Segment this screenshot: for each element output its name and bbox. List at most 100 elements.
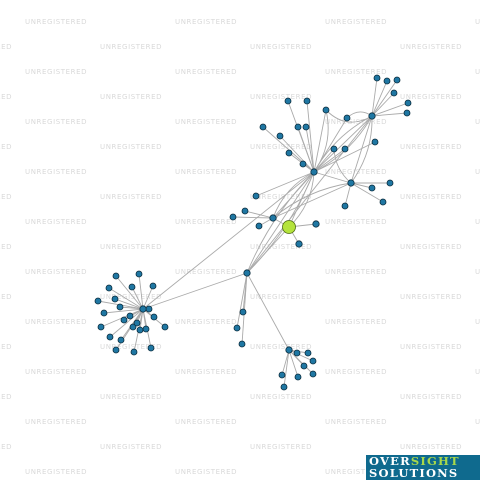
entity-node[interactable]	[149, 282, 157, 290]
entity-node[interactable]	[294, 373, 302, 381]
entity-node[interactable]	[310, 168, 318, 176]
entity-node[interactable]	[129, 323, 137, 331]
graph-edge	[305, 126, 315, 173]
entity-node[interactable]	[106, 333, 114, 341]
entity-node[interactable]	[111, 295, 119, 303]
entity-node[interactable]	[299, 160, 307, 168]
entity-node[interactable]	[238, 340, 246, 348]
entity-node[interactable]	[136, 326, 144, 334]
entity-node[interactable]	[300, 362, 308, 370]
entity-node[interactable]	[386, 179, 394, 187]
graph-edge	[371, 80, 388, 117]
entity-node[interactable]	[341, 145, 349, 153]
graph-edge	[371, 77, 378, 117]
entity-node[interactable]	[147, 344, 155, 352]
graph-edge	[371, 102, 409, 117]
graph-edge	[131, 286, 144, 310]
entity-node[interactable]	[294, 123, 302, 131]
entity-node[interactable]	[233, 324, 241, 332]
entity-node[interactable]	[255, 222, 263, 230]
graph-edge	[241, 272, 248, 345]
entity-node[interactable]	[330, 145, 338, 153]
entity-node[interactable]	[161, 323, 169, 331]
entity-node[interactable]	[130, 348, 138, 356]
entity-node[interactable]	[120, 316, 128, 324]
graph-edge	[288, 349, 314, 375]
entity-node[interactable]	[312, 220, 320, 228]
entity-node[interactable]	[112, 346, 120, 354]
entity-node[interactable]	[404, 99, 412, 107]
graph-edge	[272, 182, 352, 219]
graph-edge	[109, 308, 144, 338]
entity-node[interactable]	[379, 198, 387, 206]
entity-node[interactable]	[383, 77, 391, 85]
entity-node[interactable]	[347, 179, 355, 187]
entity-node[interactable]	[94, 297, 102, 305]
graph-edge	[244, 210, 274, 219]
entity-node[interactable]	[97, 323, 105, 331]
entity-node[interactable]	[105, 284, 113, 292]
entity-node[interactable]	[368, 184, 376, 192]
graph-edge	[103, 308, 144, 314]
entity-node[interactable]	[284, 97, 292, 105]
graph-edge	[297, 126, 315, 173]
entity-node[interactable]	[341, 202, 349, 210]
graph-edge	[142, 171, 315, 310]
graph-edge	[306, 100, 315, 173]
graph-edge	[115, 275, 144, 310]
logo-word-over: OVER	[369, 454, 411, 468]
focus-entity-node[interactable]	[282, 220, 296, 234]
entity-node[interactable]	[373, 74, 381, 82]
entity-node[interactable]	[241, 207, 249, 215]
entity-node[interactable]	[239, 308, 247, 316]
entity-node[interactable]	[139, 305, 147, 313]
graph-edge	[246, 171, 315, 274]
logo-line-1: OVERSIGHT	[369, 454, 460, 468]
entity-node[interactable]	[112, 272, 120, 280]
entity-node[interactable]	[276, 132, 284, 140]
entity-node[interactable]	[285, 149, 293, 157]
graph-edge	[283, 349, 290, 388]
entity-node[interactable]	[126, 312, 134, 320]
entity-node[interactable]	[278, 371, 286, 379]
entity-node[interactable]	[390, 89, 398, 97]
entity-node[interactable]	[128, 283, 136, 291]
entity-node[interactable]	[252, 192, 260, 200]
entity-node[interactable]	[302, 123, 310, 131]
entity-node[interactable]	[403, 109, 411, 117]
graph-edge	[142, 272, 248, 310]
entity-node[interactable]	[259, 123, 267, 131]
graph-edge	[313, 109, 329, 173]
entity-node[interactable]	[145, 305, 153, 313]
entity-node[interactable]	[243, 269, 251, 277]
entity-node[interactable]	[343, 114, 351, 122]
graph-edge	[255, 171, 315, 197]
entity-node[interactable]	[393, 76, 401, 84]
entity-node[interactable]	[304, 349, 312, 357]
entity-node[interactable]	[135, 270, 143, 278]
entity-node[interactable]	[368, 112, 376, 120]
entity-node[interactable]	[269, 214, 277, 222]
graph-edge	[344, 182, 352, 207]
entity-node[interactable]	[285, 346, 293, 354]
entity-node[interactable]	[280, 383, 288, 391]
entity-node[interactable]	[371, 138, 379, 146]
entity-node[interactable]	[309, 357, 317, 365]
graph-edge	[108, 287, 144, 310]
entity-node[interactable]	[117, 336, 125, 344]
entity-node[interactable]	[133, 319, 141, 327]
entity-node[interactable]	[322, 106, 330, 114]
entity-node[interactable]	[150, 313, 158, 321]
entity-node[interactable]	[295, 240, 303, 248]
entity-node[interactable]	[229, 213, 237, 221]
graph-edge	[350, 115, 373, 184]
entity-node[interactable]	[309, 370, 317, 378]
entity-node[interactable]	[303, 97, 311, 105]
entity-node[interactable]	[100, 309, 108, 317]
entity-node[interactable]	[116, 303, 124, 311]
entity-node[interactable]	[293, 349, 301, 357]
graph-edge	[288, 349, 299, 378]
graph-edge	[313, 148, 346, 173]
graph-edge	[346, 111, 373, 119]
entity-node[interactable]	[142, 325, 150, 333]
